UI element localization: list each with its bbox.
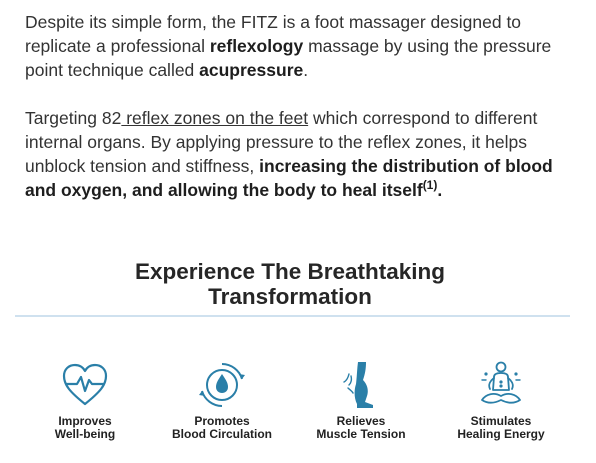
section-divider [15, 315, 570, 317]
blood-drop-icon [199, 363, 245, 407]
para2-text: Targeting 82 [25, 108, 122, 128]
reflexology-emphasis: reflexology [209, 36, 304, 56]
heart-pulse-icon [62, 363, 108, 406]
heading-line-1: Experience The Breathtaking [134, 259, 446, 284]
acupressure-emphasis: acupressure [199, 60, 304, 80]
leg-muscle-icon [343, 362, 373, 408]
intro-text: Despite its simple form, the FITZ is a f… [25, 12, 522, 56]
footnote-reference[interactable]: (1) [422, 178, 438, 192]
section-heading: Experience The Breathtaking Transformati… [0, 259, 580, 309]
heading-line-2: Transformation [208, 284, 372, 309]
benefit-emphasis: increasing the distribution of blood and… [25, 156, 553, 200]
meditation-icon [481, 361, 521, 404]
intro-text-2: massage by using the pressure point tech… [25, 36, 552, 80]
reflex-zones-link[interactable]: reflex zones on the feet [121, 108, 309, 128]
reflex-zones-paragraph: Targeting 82 reflex zones on the feet wh… [25, 106, 570, 202]
intro-period: . [303, 60, 309, 80]
para2-text-2: which correspond to different internal o… [25, 108, 538, 176]
intro-paragraph: Despite its simple form, the FITZ is a f… [25, 10, 565, 82]
para2-period: . [437, 180, 443, 200]
